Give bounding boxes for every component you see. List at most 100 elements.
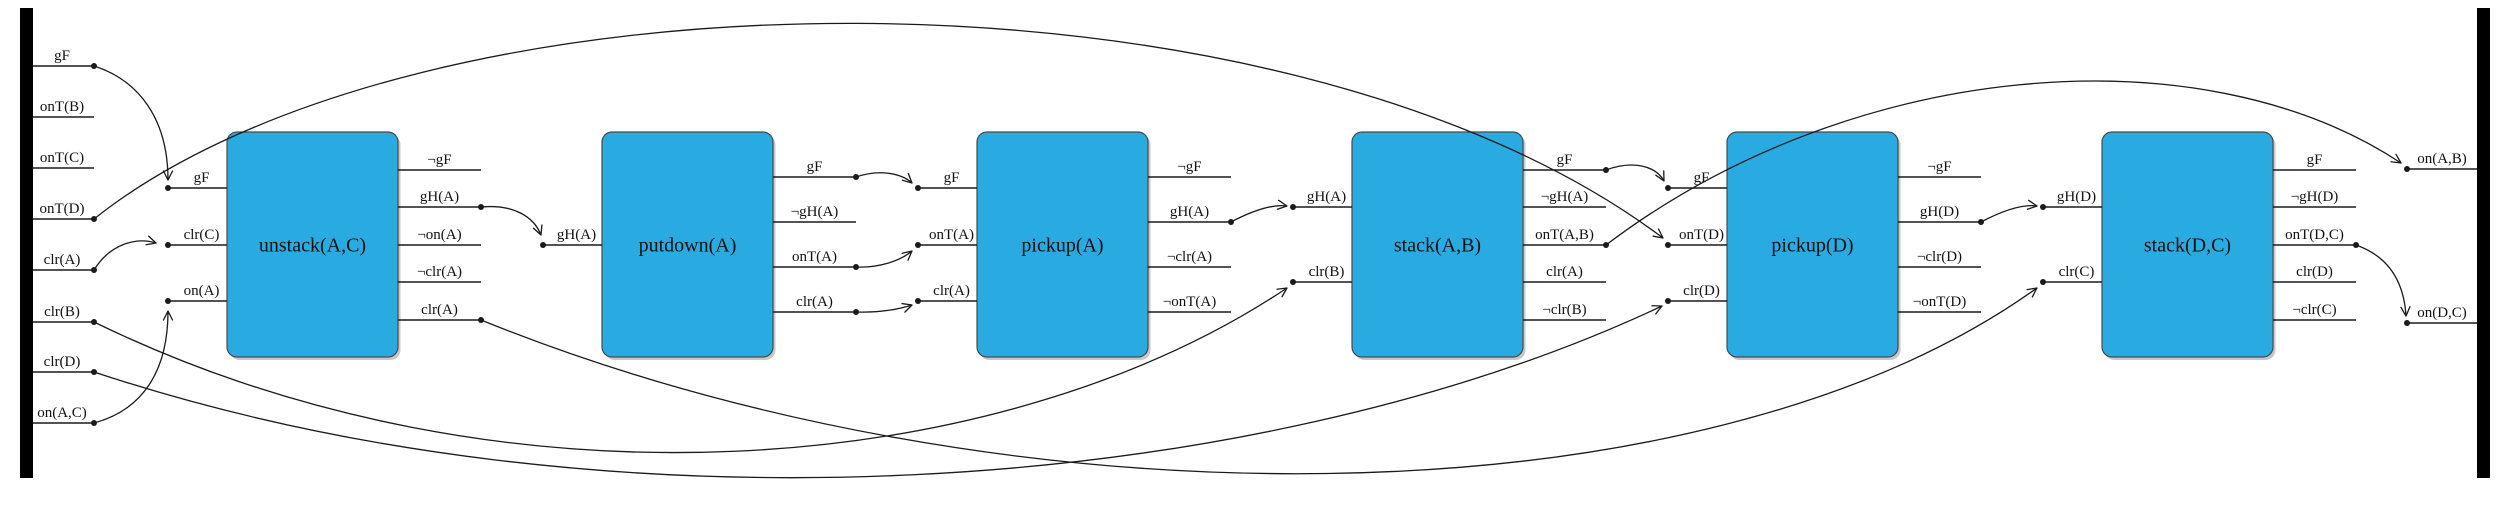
connection-dot: [91, 267, 97, 273]
action-input-label: gH(D): [2057, 189, 2096, 205]
goal-fact-label: on(D,C): [2417, 305, 2467, 321]
action-output-label: ¬gH(A): [1541, 189, 1589, 205]
causal-link-arrow: [1230, 199, 1288, 223]
action-output-label: ¬clr(A): [1167, 249, 1212, 265]
connection-dot: [2404, 320, 2410, 326]
connection-dot: [91, 216, 97, 222]
action-input-label: gH(A): [557, 227, 596, 243]
initial-fact-label: onT(C): [40, 150, 84, 166]
action-input-label: gH(A): [1307, 189, 1346, 205]
causal-link-arrow: [93, 22, 1664, 239]
connection-dot: [2353, 242, 2359, 248]
connection-dot: [853, 174, 859, 180]
action-output-label: gF: [2307, 152, 2323, 168]
causal-link-arrow: [1605, 164, 1665, 182]
connection-dot: [915, 242, 921, 248]
causal-link-arrow: [480, 287, 2038, 475]
connection-dot: [915, 185, 921, 191]
action-output-label: gH(A): [420, 189, 459, 205]
causal-link-arrow: [2355, 244, 2411, 317]
action-input-label: on(A): [184, 283, 220, 299]
action-output-label: ¬gH(D): [2291, 189, 2339, 205]
action-output-label: onT(A): [792, 249, 837, 265]
action-title: pickup(A): [1021, 235, 1103, 257]
action-title: unstack(A,C): [259, 235, 366, 257]
action-title: putdown(A): [639, 235, 737, 257]
action-output-label: ¬clr(A): [417, 264, 462, 280]
connection-dot: [1603, 242, 1609, 248]
connection-dot: [1665, 298, 1671, 304]
initial-fact-label: onT(D): [40, 201, 85, 217]
causal-link-arrow: [93, 287, 1288, 454]
initial-fact-label: on(A,C): [37, 405, 87, 421]
action-input-label: gF: [944, 170, 960, 186]
action-input-label: gF: [194, 170, 210, 186]
connection-dot: [478, 317, 484, 323]
connection-dot: [853, 264, 859, 270]
connection-dot: [2040, 204, 2046, 210]
connection-dot: [2040, 279, 2046, 285]
action-output-label: ¬gF: [427, 152, 451, 168]
action-output-label: ¬gH(A): [791, 204, 839, 220]
action-output-label: gH(A): [1170, 204, 1209, 220]
connection-dot: [165, 298, 171, 304]
action-output-label: ¬gF: [1927, 159, 1951, 175]
action-title: stack(A,B): [1394, 235, 1481, 257]
action-output-label: ¬clr(B): [1542, 302, 1586, 318]
connection-dot: [1665, 242, 1671, 248]
connection-dot: [853, 309, 859, 315]
connection-dot: [165, 242, 171, 248]
action-output-label: ¬clr(C): [2292, 302, 2336, 318]
initial-fact-label: clr(A): [44, 252, 81, 268]
connection-dot: [91, 319, 97, 325]
initial-fact-label: clr(D): [44, 354, 81, 370]
causal-link-arrow: [855, 172, 913, 184]
connection-dot: [1290, 204, 1296, 210]
action-input-label: onT(A): [929, 227, 974, 243]
action-output-label: ¬onT(D): [1913, 294, 1966, 310]
connection-dot: [1978, 219, 1984, 225]
causal-link-arrow: [93, 65, 174, 181]
action-output-label: clr(D): [2296, 264, 2333, 280]
action-input-label: clr(B): [1309, 264, 1345, 280]
initial-fact-label: clr(B): [44, 304, 80, 320]
connection-dot: [540, 242, 546, 248]
action-input-label: clr(D): [1683, 283, 1720, 299]
action-output-label: clr(A): [796, 294, 833, 310]
goal-state-bar: [2477, 8, 2490, 478]
action-output-label: onT(D,C): [2285, 227, 2344, 243]
action-title: stack(D,C): [2144, 235, 2231, 257]
action-output-label: gF: [1557, 152, 1573, 168]
causal-link-arrow: [855, 302, 913, 313]
initial-state-bar: [20, 8, 33, 478]
connection-dot: [1603, 167, 1609, 173]
connection-dot: [91, 63, 97, 69]
action-output-label: ¬gF: [1177, 159, 1201, 175]
action-input-label: clr(C): [184, 227, 220, 243]
action-output-label: onT(A,B): [1535, 227, 1594, 243]
action-input-label: clr(C): [2059, 264, 2095, 280]
connection-dot: [165, 185, 171, 191]
action-input-label: onT(D): [1679, 227, 1724, 243]
connection-dot: [915, 298, 921, 304]
causal-link-arrow: [855, 250, 913, 268]
connection-dot: [1290, 279, 1296, 285]
action-input-label: clr(A): [933, 283, 970, 299]
initial-fact-label: gF: [54, 48, 70, 64]
action-output-label: ¬onT(A): [1163, 294, 1216, 310]
connection-dot: [2404, 166, 2410, 172]
action-output-label: clr(A): [421, 302, 458, 318]
action-output-label: gF: [807, 159, 823, 175]
goal-fact-label: on(A,B): [2417, 151, 2467, 167]
initial-fact-label: onT(B): [40, 99, 84, 115]
causal-link-arrow: [1980, 199, 2038, 223]
connection-dot: [478, 204, 484, 210]
action-output-label: ¬clr(D): [1917, 249, 1962, 265]
action-input-label: gF: [1694, 170, 1710, 186]
causal-link-arrow: [93, 305, 1663, 479]
action-title: pickup(D): [1771, 235, 1853, 257]
connection-dot: [1665, 185, 1671, 191]
connection-dot: [1228, 219, 1234, 225]
